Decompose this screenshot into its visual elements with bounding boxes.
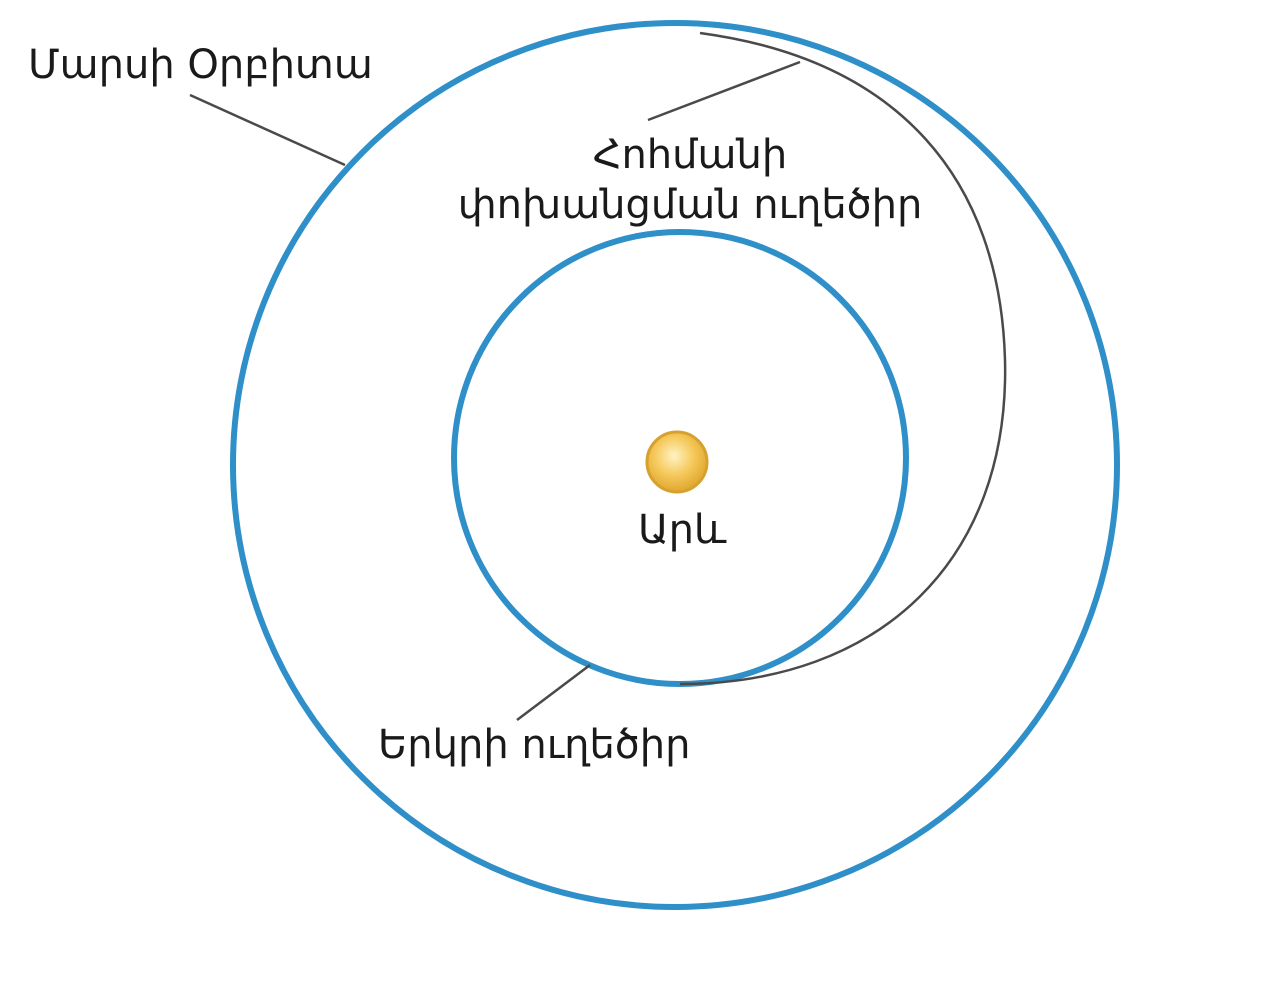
sun-label: Արև xyxy=(638,507,727,553)
hohmann-transfer-orbit xyxy=(679,31,1007,686)
mars-orbit-leader xyxy=(189,93,346,167)
hohmann-label-line2: փոխանցման ուղեծիր xyxy=(457,182,923,228)
hohmann-label-line1: Հոհմանի xyxy=(592,132,788,178)
earth-orbit-leader xyxy=(516,664,591,721)
mars-orbit-label: Մարսի Օրբիտա xyxy=(28,42,373,88)
hohmann-transfer-label: Հոհմանի փոխանցման ուղեծիր xyxy=(440,130,940,230)
hohmann-leader xyxy=(647,60,801,122)
mars-orbit xyxy=(230,20,1120,910)
earth-orbit-label: Երկրի ուղեծիր xyxy=(378,722,691,768)
sun xyxy=(645,430,709,494)
